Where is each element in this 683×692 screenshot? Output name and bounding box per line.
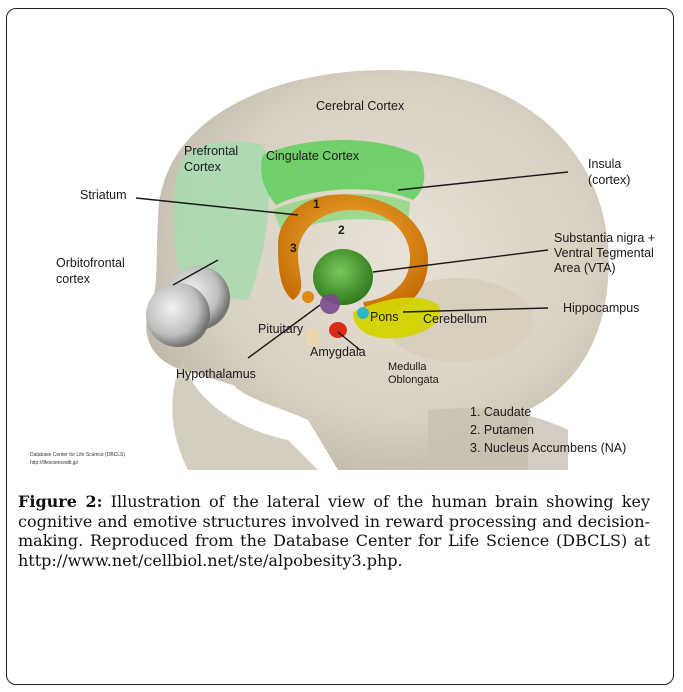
label-striatum: Striatum [80, 188, 127, 202]
caption-label: Figure 2: [18, 492, 103, 511]
label-substantia-nigra: Substantia nigra +Ventral TegmentalArea … [554, 231, 655, 275]
label-hippocampus: Hippocampus [563, 301, 639, 315]
amygdala-shape [329, 322, 347, 338]
legend-putamen: 2. Putamen [470, 423, 534, 437]
brain-illustration: Cerebral Cortex PrefrontalCortex Cingula… [8, 50, 666, 470]
label-orbitofrontal: Orbitofrontalcortex [56, 256, 125, 286]
marker-1: 1 [313, 197, 320, 211]
label-amygdala: Amygdala [310, 345, 366, 359]
credit-line-1: Database Center for Life Science (DBCLS) [30, 452, 125, 458]
legend-nucleus-accumbens: 3. Nucleus Accumbens (NA) [470, 441, 626, 455]
label-cingulate-cortex: Cingulate Cortex [266, 149, 360, 163]
putamen-shape [313, 249, 373, 305]
label-cerebral-cortex: Cerebral Cortex [316, 99, 405, 113]
marker-2: 2 [338, 223, 345, 237]
credit-line-2: http://lifesciencedb.jp/ [30, 460, 79, 466]
label-pituitary: Pituitary [258, 322, 304, 336]
caption-text: Illustration of the lateral view of the … [18, 492, 650, 570]
label-hypothalamus: Hypothalamus [176, 367, 256, 381]
label-cerebellum: Cerebellum [423, 312, 487, 326]
label-insula: Insula(cortex) [588, 157, 630, 187]
legend-caudate: 1. Caudate [470, 405, 531, 419]
label-pons: Pons [370, 310, 399, 324]
figure-caption: Figure 2: Illustration of the lateral vi… [18, 492, 650, 570]
marker-3: 3 [290, 241, 297, 255]
